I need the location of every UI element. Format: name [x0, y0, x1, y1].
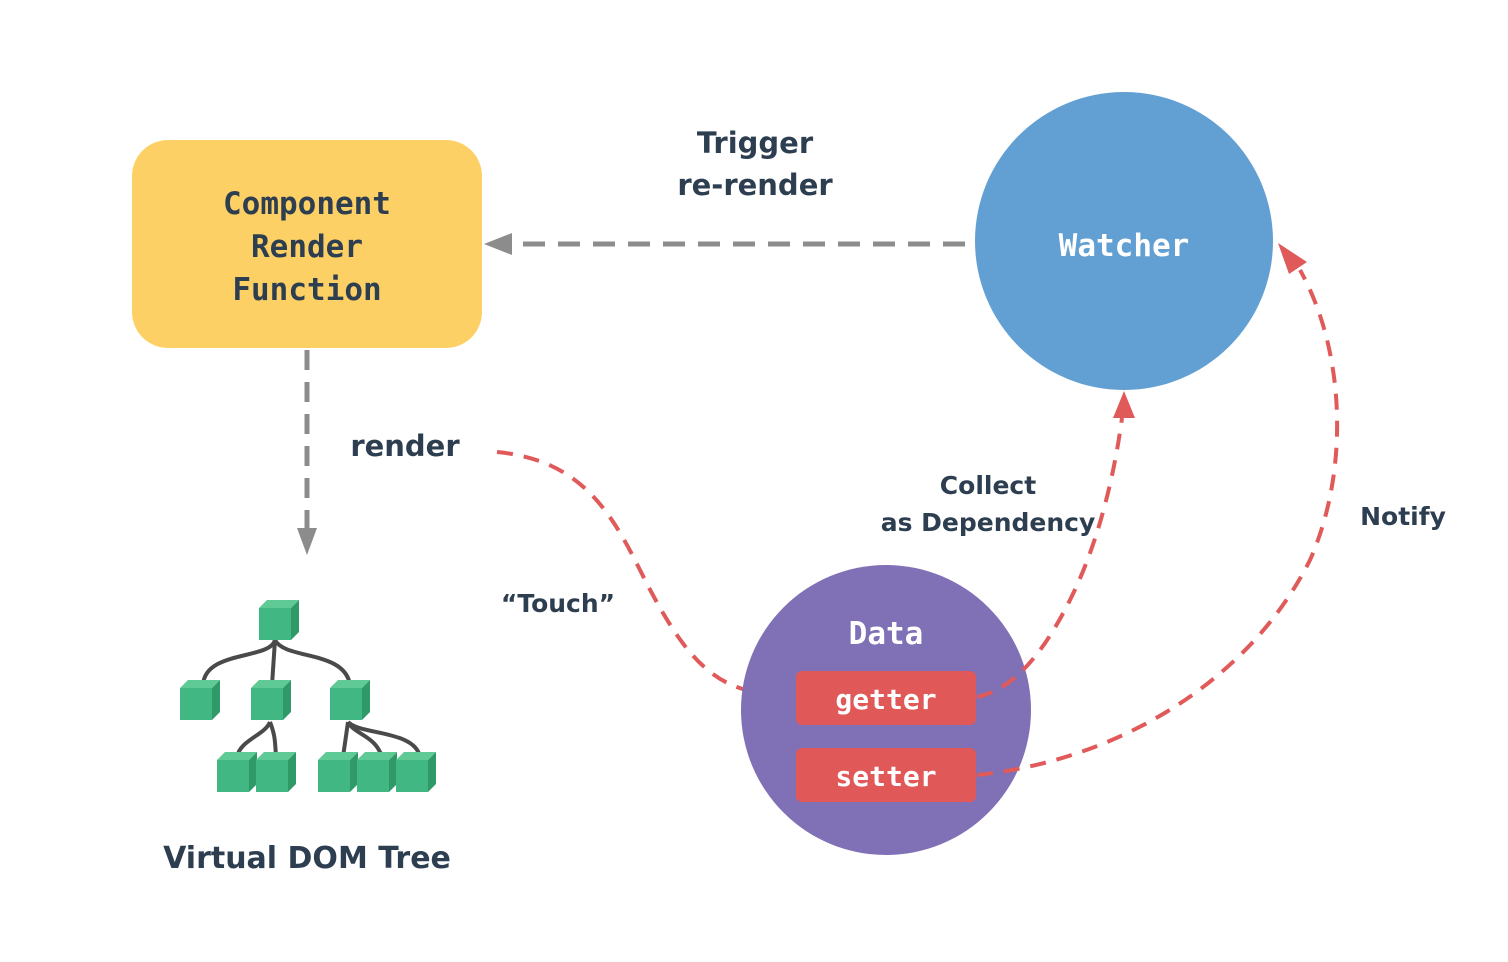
touch-arrow [496, 450, 771, 696]
vdom-node-face [251, 680, 291, 688]
trigger-rerender-edge: Trigger re-render [484, 126, 965, 255]
vdom-node-face [350, 752, 358, 792]
vdom-edge [346, 720, 422, 758]
data-label: Data [849, 616, 924, 652]
vdom-node-face [396, 760, 428, 792]
getter-box [796, 671, 976, 725]
trigger-label-line-2: re-render [677, 168, 833, 202]
vdom-node-face [362, 680, 370, 720]
vdom-node [180, 680, 220, 720]
data-node: Data getter setter [741, 565, 1031, 855]
vdom-node-face [291, 600, 299, 640]
collect-label-line-2: as Dependency [881, 508, 1096, 537]
vdom-node-face [217, 760, 249, 792]
watcher-label: Watcher [1059, 228, 1190, 264]
vdom-node-face [288, 752, 296, 792]
render-edge [297, 350, 317, 555]
component-label-line-3: Function [232, 272, 381, 308]
vdom-node-face [318, 752, 358, 760]
vdom-node-face [212, 680, 220, 720]
collect-dependency-edge [976, 391, 1135, 699]
collect-arrow [976, 417, 1124, 699]
trigger-label-line-1: Trigger [697, 126, 814, 160]
vdom-node-face [357, 760, 389, 792]
vdom-node-face [256, 752, 296, 760]
vdom-node-face [180, 680, 220, 688]
vdom-node-face [249, 752, 257, 792]
vdom-node-face [259, 600, 299, 608]
component-label-line-1: Component [223, 186, 391, 222]
vdom-edge [235, 721, 272, 758]
trigger-rerender-arrowhead [484, 233, 512, 255]
vdom-node [217, 752, 257, 792]
vdom-node-face [217, 752, 257, 760]
vdom-edge [273, 638, 352, 686]
touch-label: “Touch” [501, 589, 615, 618]
vdom-node-face [180, 688, 212, 720]
collect-label-line-1: Collect [940, 471, 1036, 500]
vdom-node [256, 752, 296, 792]
getter-label: getter [835, 683, 936, 716]
watcher-circle [975, 92, 1273, 390]
collect-arrowhead [1113, 391, 1135, 418]
setter-label: setter [835, 760, 936, 793]
vdom-node [318, 752, 358, 792]
vdom-node [396, 752, 436, 792]
vdom-node-face [330, 680, 370, 688]
vdom-node-face [396, 752, 436, 760]
vdom-node-face [428, 752, 436, 792]
vdom-node-face [330, 688, 362, 720]
vdom-edge [201, 639, 277, 686]
vdom-label: Virtual DOM Tree [163, 841, 451, 876]
component-render-function-node: Component Render Function [132, 140, 482, 348]
vdom-node-face [259, 608, 291, 640]
render-arrowhead [297, 528, 317, 555]
notify-arrowhead [1278, 243, 1307, 274]
vdom-edge [341, 721, 350, 758]
component-label-line-2: Render [251, 229, 363, 265]
watcher-node: Watcher [975, 92, 1273, 390]
setter-box [796, 748, 976, 802]
virtual-dom-tree [180, 600, 436, 792]
vdom-edge [268, 721, 278, 758]
vdom-node [251, 680, 291, 720]
vdom-node-face [256, 760, 288, 792]
vdom-edge [270, 639, 277, 686]
notify-edge [976, 243, 1340, 777]
vdom-node-face [318, 760, 350, 792]
vdom-node [357, 752, 397, 792]
vdom-node-face [283, 680, 291, 720]
notify-label: Notify [1360, 502, 1446, 531]
vdom-node-face [357, 752, 397, 760]
vdom-node [330, 680, 370, 720]
component-box [132, 140, 482, 348]
render-label: render [350, 429, 460, 463]
vdom-node [259, 600, 299, 640]
vdom-node-face [251, 688, 283, 720]
vdom-node-face [389, 752, 397, 792]
